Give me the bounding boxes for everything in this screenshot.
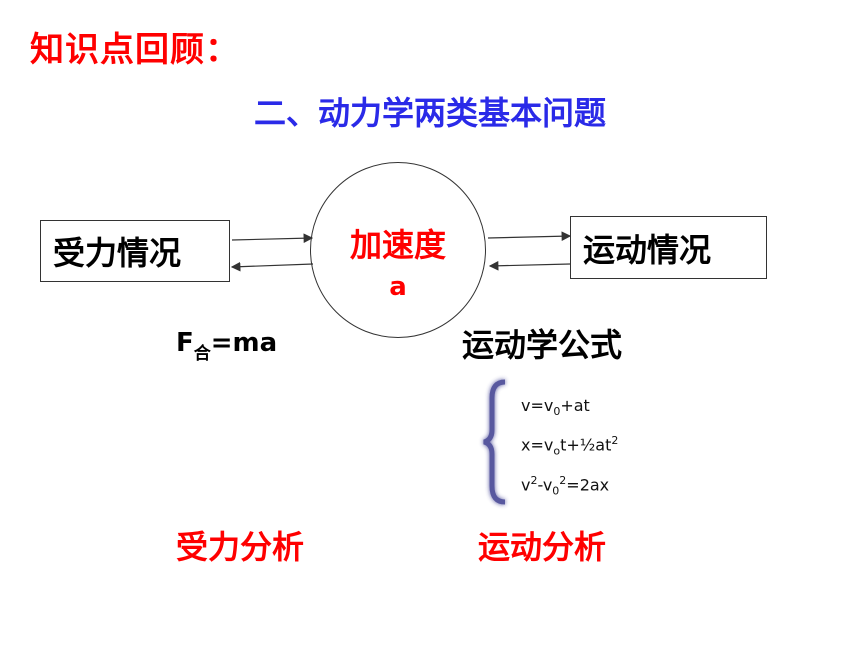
arrow-accel-to-force — [230, 261, 314, 272]
newton-second-law: F合=ma — [176, 328, 278, 364]
slide-subtitle: 二、动力学两类基本问题 — [253, 94, 606, 132]
kinematics-title: 运动学公式 — [462, 326, 623, 364]
acceleration-circle — [310, 162, 486, 338]
equation-velocity: v=v0+at — [521, 396, 590, 419]
arrow-accel-to-motion — [487, 231, 572, 242]
equation-brace — [483, 379, 506, 505]
motion-condition-box: 运动情况 — [570, 216, 767, 279]
equation-displacement: x=vot+½at2 — [521, 434, 619, 458]
force-analysis-label: 受力分析 — [176, 528, 305, 566]
equation-velocity-displacement: v2-v02=2ax — [521, 474, 610, 498]
motion-analysis-label: 运动分析 — [478, 528, 607, 566]
arrow-motion-to-accel — [488, 260, 571, 271]
force-condition-label: 受力情况 — [53, 234, 182, 272]
arrow-force-to-accel — [231, 233, 314, 244]
motion-condition-label: 运动情况 — [583, 230, 712, 269]
force-condition-box: 受力情况 — [40, 220, 230, 282]
slide-title: 知识点回顾： — [30, 30, 240, 70]
acceleration-label: 加速度 — [349, 226, 446, 264]
acceleration-symbol: a — [389, 272, 407, 302]
